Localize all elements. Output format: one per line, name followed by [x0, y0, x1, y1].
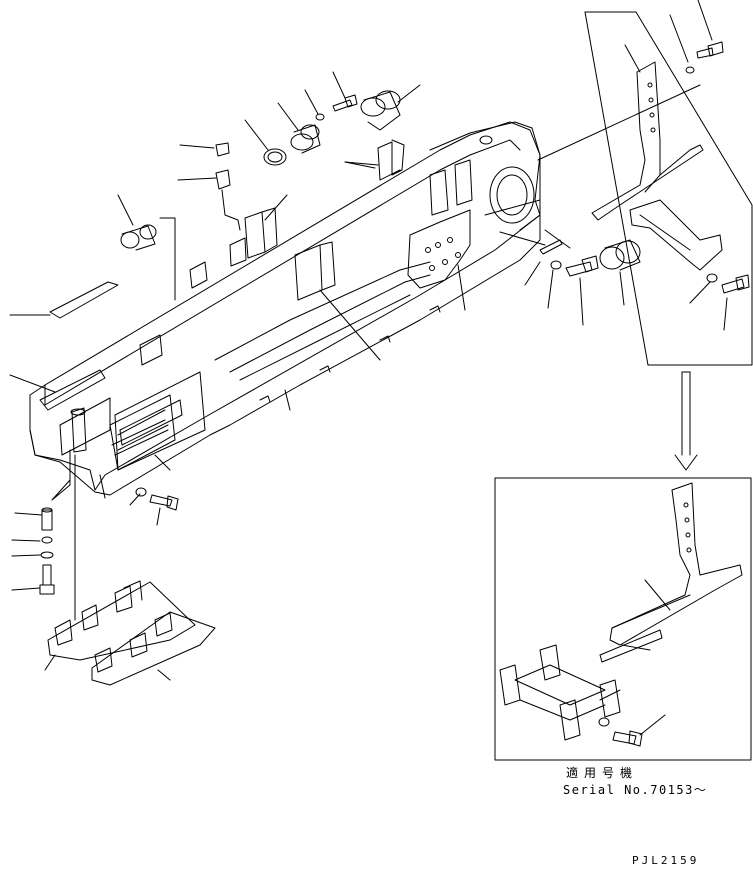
inset-b-crossmember [500, 645, 620, 740]
inset-b-frame [495, 478, 751, 760]
track-frame [30, 122, 540, 498]
inset-b-bracket [600, 483, 742, 662]
washer-right [551, 261, 561, 269]
plate-bracket-top [345, 140, 404, 180]
pin-right [540, 240, 562, 254]
inset-b-bolt-washer [599, 718, 642, 746]
guard-upper [48, 581, 195, 660]
collar [291, 125, 320, 153]
leader-lines [10, 0, 727, 735]
inset-a-crossmember [630, 200, 722, 270]
plate-left [50, 282, 118, 318]
serial-heading: 適用号機 [566, 766, 639, 780]
bolt-top [316, 95, 357, 120]
bolt-mid-left [150, 495, 178, 510]
bushing-bottom [42, 508, 52, 530]
washer-bottom [41, 552, 53, 558]
o-ring [42, 537, 52, 543]
inset-a-frame [585, 12, 752, 365]
bolt-bottom [40, 565, 54, 594]
drawing-code: PJL2159 [632, 854, 700, 867]
guard-lower [92, 612, 215, 685]
inset-a-bracket [592, 62, 703, 220]
down-arrow-icon [675, 372, 697, 470]
bushing-right [600, 240, 640, 270]
mount-bracket-mid [245, 208, 335, 300]
guard-plate-left [110, 395, 175, 470]
inset-a-bolt-washer [686, 42, 749, 293]
bolt-right [566, 256, 598, 276]
bushing-top [361, 91, 400, 130]
washer-mid-left [136, 488, 146, 496]
serial-number: Serial No.70153～ [563, 783, 708, 797]
grease-fitting [216, 143, 240, 230]
seal-ring [264, 149, 286, 165]
roller-bush [121, 225, 156, 250]
sprocket-bracket [408, 160, 534, 288]
